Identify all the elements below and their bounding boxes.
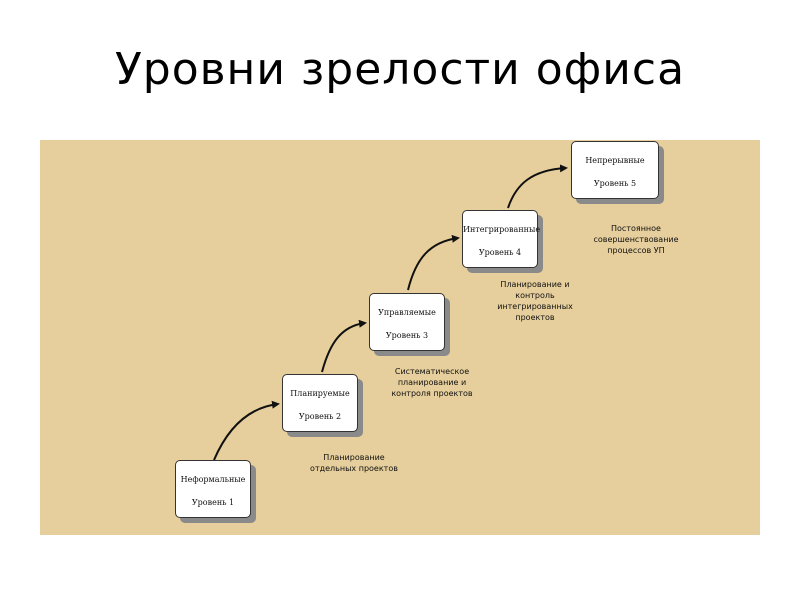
arrow-level3-to-level4 (407, 234, 460, 291)
level-4-number: Уровень 4 (478, 248, 522, 257)
level-1-name: Неформальные (180, 475, 246, 484)
level-4-caption: Планирование и контроль интегрированных … (497, 280, 573, 322)
level-5-name: Непрерывные (585, 156, 645, 165)
arrow-level4-to-level5 (507, 164, 568, 209)
slide-title: Уровни зрелости офиса (114, 44, 686, 95)
level-2-number: Уровень 2 (298, 412, 342, 421)
level-1-number: Уровень 1 (191, 498, 235, 507)
level-5-number: Уровень 5 (593, 179, 637, 188)
level-1-box: Неформальные Уровень 1 (175, 460, 251, 518)
level-2-name: Планируемые (290, 389, 350, 398)
arrow-level2-to-level3 (321, 319, 367, 373)
level-3-name: Управляемые (378, 308, 436, 317)
level-5-box: Непрерывные Уровень 5 (571, 141, 659, 199)
level-3-box: Управляемые Уровень 3 (369, 293, 445, 351)
level-3-caption: Систематическое планирование и контроля … (391, 367, 473, 398)
arrow-level1-to-level2 (213, 400, 280, 461)
level-5-caption: Постоянное совершенствование процессов У… (593, 224, 679, 255)
connector-arrows (213, 164, 568, 461)
level-4-name: Интегрированные (463, 225, 541, 234)
level-2-box: Планируемые Уровень 2 (282, 374, 358, 432)
maturity-diagram-panel: Неформальные Уровень 1 Планируемые Урове… (40, 140, 760, 535)
level-3-number: Уровень 3 (385, 331, 429, 340)
level-4-box: Интегрированные Уровень 4 (462, 210, 541, 268)
level-2-caption: Планирование отдельных проектов (310, 453, 398, 473)
